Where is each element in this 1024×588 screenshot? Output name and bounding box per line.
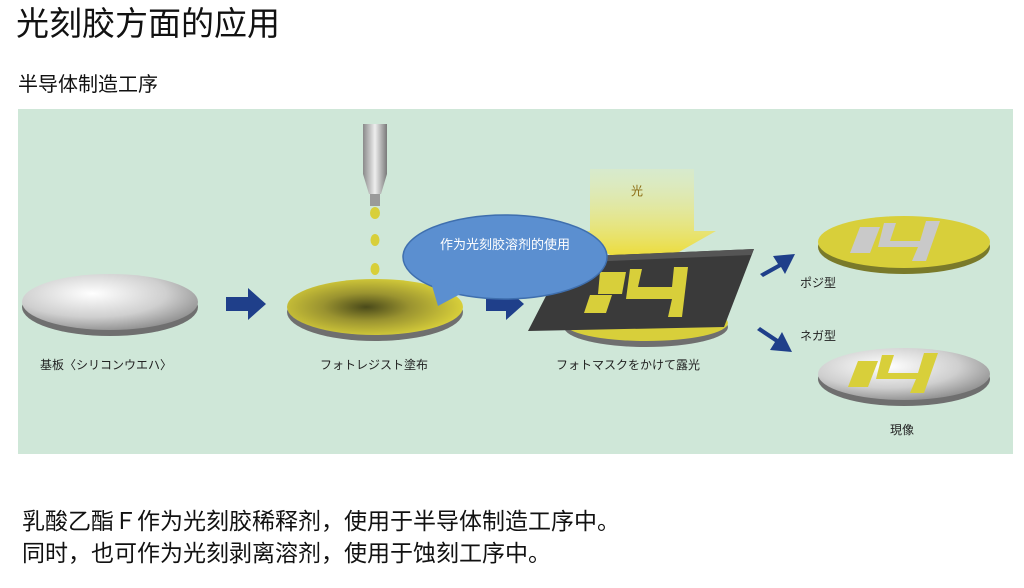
body-text: 乳酸乙酯Ｆ作为光刻胶稀释剂，使用于半导体制造工序中。 同时，也可作为光刻剥离溶剂… [22, 506, 620, 570]
body-line-1: 乳酸乙酯Ｆ作为光刻胶稀释剂，使用于半导体制造工序中。 [22, 509, 620, 535]
wafer-plain [22, 274, 198, 336]
branch-label-negative: ネガ型 [800, 329, 837, 343]
speech-bubble [402, 214, 608, 306]
wafer-positive [818, 216, 990, 274]
step-label-coating: フォトレジスト塗布 [320, 358, 429, 372]
nozzle-icon [363, 124, 387, 275]
branch-label-positive: ポジ型 [800, 276, 837, 290]
step-label-wafer: 基板〈シリコンウエハ〉 [40, 358, 173, 372]
result-label: 現像 [890, 423, 915, 437]
light-label: 光 [631, 184, 644, 198]
process-diagram: 作为光刻胶溶剂的使用 光 基板〈シリコンウエハ〉 フォトレジスト塗布 フォトマス… [18, 109, 1013, 454]
process-illustration [22, 124, 990, 406]
page-title: 光刻胶方面的应用 [16, 4, 280, 43]
bubble-text: 作为光刻胶溶剂的使用 [439, 238, 570, 253]
step-label-exposure: フォトマスクをかけて露光 [556, 358, 701, 372]
wafer-negative [818, 348, 990, 406]
light-beam [568, 169, 716, 273]
page-subtitle: 半导体制造工序 [18, 72, 158, 96]
body-line-2: 同时，也可作为光刻剥离溶剂，使用于蚀刻工序中。 [22, 541, 551, 567]
arrow-up-right-icon [760, 254, 795, 277]
wafer-resist [287, 279, 463, 341]
arrow-right-icon [226, 288, 266, 320]
arrow-down-right-icon [757, 327, 792, 352]
